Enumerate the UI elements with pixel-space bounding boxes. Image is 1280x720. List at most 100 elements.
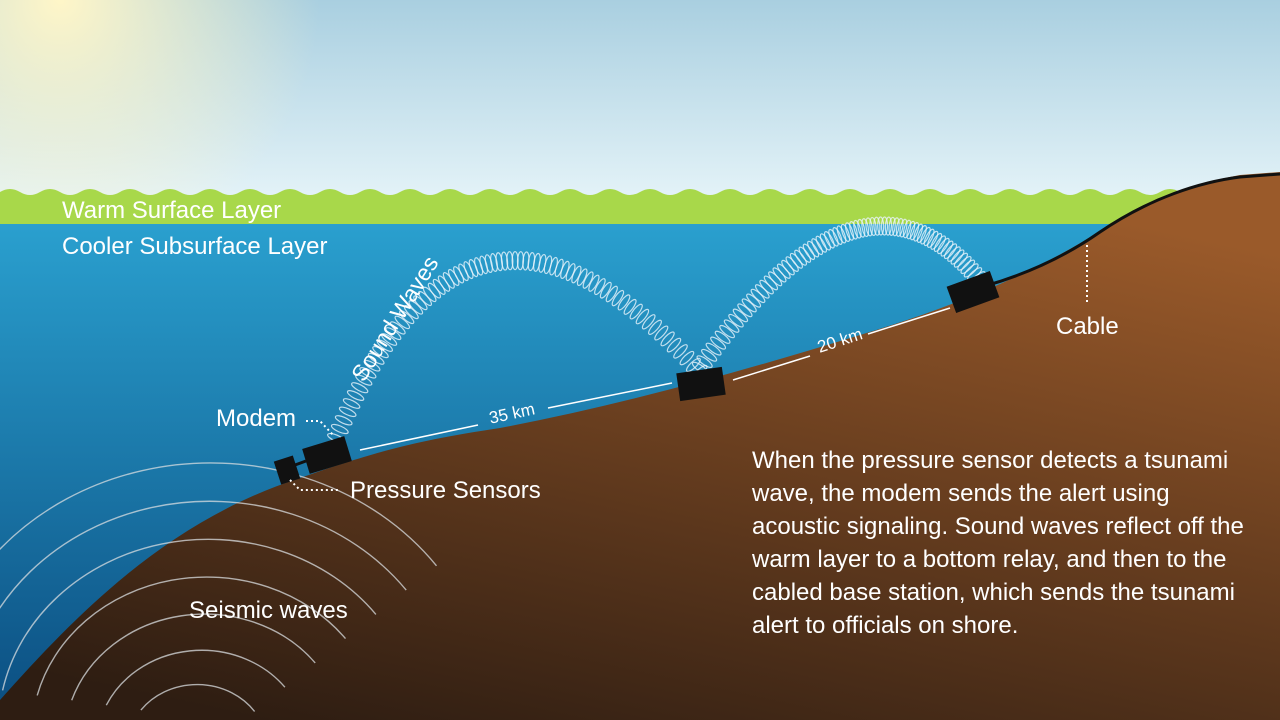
sound-wave-ripple bbox=[888, 216, 896, 236]
sound-wave-ripple bbox=[394, 315, 411, 330]
sound-wave-ripple bbox=[500, 251, 509, 271]
sound-wave-ripple bbox=[877, 216, 885, 236]
sound-wave-ripple bbox=[330, 423, 349, 435]
sound-wave-ripple bbox=[588, 274, 600, 292]
sound-wave-ripple bbox=[884, 216, 893, 236]
sound-wave-ripple bbox=[892, 217, 900, 237]
sound-wave-ripple bbox=[342, 398, 361, 409]
sound-wave-ripple bbox=[696, 355, 713, 368]
sound-wave-ripple bbox=[714, 330, 731, 344]
sound-wave-ripple bbox=[338, 406, 357, 418]
sound-wave-ripple bbox=[957, 256, 972, 271]
sound-wave-ripple bbox=[943, 243, 958, 260]
seismic-wave-arc bbox=[0, 462, 438, 567]
sound-wave-ripple bbox=[832, 227, 843, 245]
sound-wave-ripple bbox=[359, 367, 377, 379]
sound-wave-ripple bbox=[789, 252, 803, 269]
sound-wave-ripple bbox=[372, 345, 389, 359]
sound-wave-ripple bbox=[732, 308, 749, 323]
cable-label: Cable bbox=[1056, 313, 1119, 340]
sound-wave-ripple bbox=[346, 390, 365, 401]
seismic-wave-arc bbox=[105, 649, 286, 706]
bottom-relay-device bbox=[676, 366, 726, 402]
sound-wave-ripple bbox=[594, 278, 606, 296]
sound-wave-ripple bbox=[906, 220, 916, 240]
sound-wave-ripple bbox=[641, 314, 656, 330]
cooler-subsurface-layer-label: Cooler Subsurface Layer bbox=[62, 233, 328, 260]
sound-wave-ripple bbox=[623, 298, 637, 315]
sound-wave-ripple bbox=[605, 285, 618, 303]
sound-wave-ripple bbox=[710, 336, 727, 350]
sound-wave-ripple bbox=[679, 350, 695, 366]
distance-line-20km-a bbox=[732, 355, 811, 381]
pressure-sensor-leader-line bbox=[289, 479, 340, 491]
sound-wave-ripple bbox=[701, 348, 718, 362]
modem-label: Modem bbox=[216, 405, 297, 432]
sound-wave-ripple bbox=[506, 251, 514, 271]
warm-surface-layer-band bbox=[0, 189, 1280, 224]
sound-wave-ripple bbox=[705, 342, 722, 356]
seismic-wave-arc bbox=[71, 613, 316, 701]
sound-wave-ripple bbox=[823, 231, 835, 249]
sound-wave-ripple bbox=[474, 257, 484, 276]
distance-line-35km-b bbox=[547, 382, 673, 409]
sound-wave-ripple bbox=[334, 415, 353, 426]
sound-wave-ripple bbox=[351, 382, 369, 394]
description-text: When the pressure sensor detects a tsuna… bbox=[752, 447, 1244, 639]
sound-wave-ripple bbox=[635, 308, 650, 325]
sound-wave-ripple bbox=[950, 249, 965, 265]
sound-wave-ripple bbox=[648, 319, 662, 335]
distance-line-35km-a bbox=[359, 424, 479, 451]
sound-wave-ripple bbox=[933, 235, 946, 253]
seismic-wave-arc bbox=[140, 683, 256, 712]
sound-wave-ripple bbox=[844, 222, 855, 241]
sound-wave-ripple bbox=[468, 258, 479, 278]
sound-wave-paths bbox=[327, 216, 986, 444]
sound-wave-ripple bbox=[685, 357, 701, 373]
sound-wave-ripple bbox=[913, 223, 924, 242]
sound-wave-ripple bbox=[920, 226, 931, 245]
warm-surface-layer-label: Warm Surface Layer bbox=[62, 197, 282, 224]
sound-wave-ripple bbox=[853, 219, 862, 239]
sound-wave-ripple bbox=[828, 228, 839, 247]
sound-wave-ripple bbox=[865, 217, 873, 237]
distance-line-20km-b bbox=[867, 307, 951, 335]
sound-wave-ripple bbox=[873, 216, 881, 236]
sound-wave-ripple bbox=[389, 321, 406, 335]
sound-wave-ripple bbox=[802, 243, 816, 261]
sound-wave-ripple bbox=[923, 228, 935, 247]
sound-wave-ripple bbox=[463, 261, 474, 280]
seismic-waves-label: Seismic waves bbox=[189, 597, 348, 624]
cable-line bbox=[984, 172, 1280, 288]
sound-wave-ripple bbox=[880, 216, 889, 236]
sound-wave-ripple bbox=[849, 221, 858, 240]
sound-wave-ripple bbox=[794, 249, 808, 266]
sound-wave-ripple bbox=[926, 230, 939, 248]
sound-wave-ripple bbox=[484, 254, 493, 274]
modem-device bbox=[302, 436, 352, 474]
sound-wave-ripple bbox=[895, 217, 904, 237]
sound-wave-ripple bbox=[355, 374, 373, 386]
sound-wave-ripple bbox=[599, 281, 612, 299]
sound-wave-ripple bbox=[629, 303, 643, 320]
sound-wave-ripple bbox=[399, 310, 415, 325]
sound-wave-ripple bbox=[367, 352, 385, 365]
sound-wave-ripple bbox=[963, 263, 979, 278]
pressure-sensors-label: Pressure Sensors bbox=[350, 477, 541, 504]
seismic-wave-arc bbox=[0, 500, 407, 609]
sound-wave-ripple bbox=[785, 256, 799, 272]
seismic-wave-arc bbox=[1, 538, 377, 691]
sound-wave-ripple bbox=[654, 325, 669, 341]
sound-wave-ripple bbox=[673, 344, 688, 359]
sound-wave-ripple bbox=[363, 359, 381, 372]
sound-wave-ripple bbox=[902, 219, 912, 239]
sound-wave-ripple bbox=[490, 253, 498, 272]
sound-wave-ripple bbox=[930, 232, 943, 250]
sound-wave-ripple bbox=[909, 222, 920, 241]
seismic-wave-arcs bbox=[0, 462, 438, 712]
sound-wave-ripple bbox=[840, 223, 851, 243]
sound-wave-ripple bbox=[611, 289, 625, 307]
sound-wave-ripple bbox=[953, 252, 968, 268]
sound-wave-ripple bbox=[798, 246, 812, 263]
